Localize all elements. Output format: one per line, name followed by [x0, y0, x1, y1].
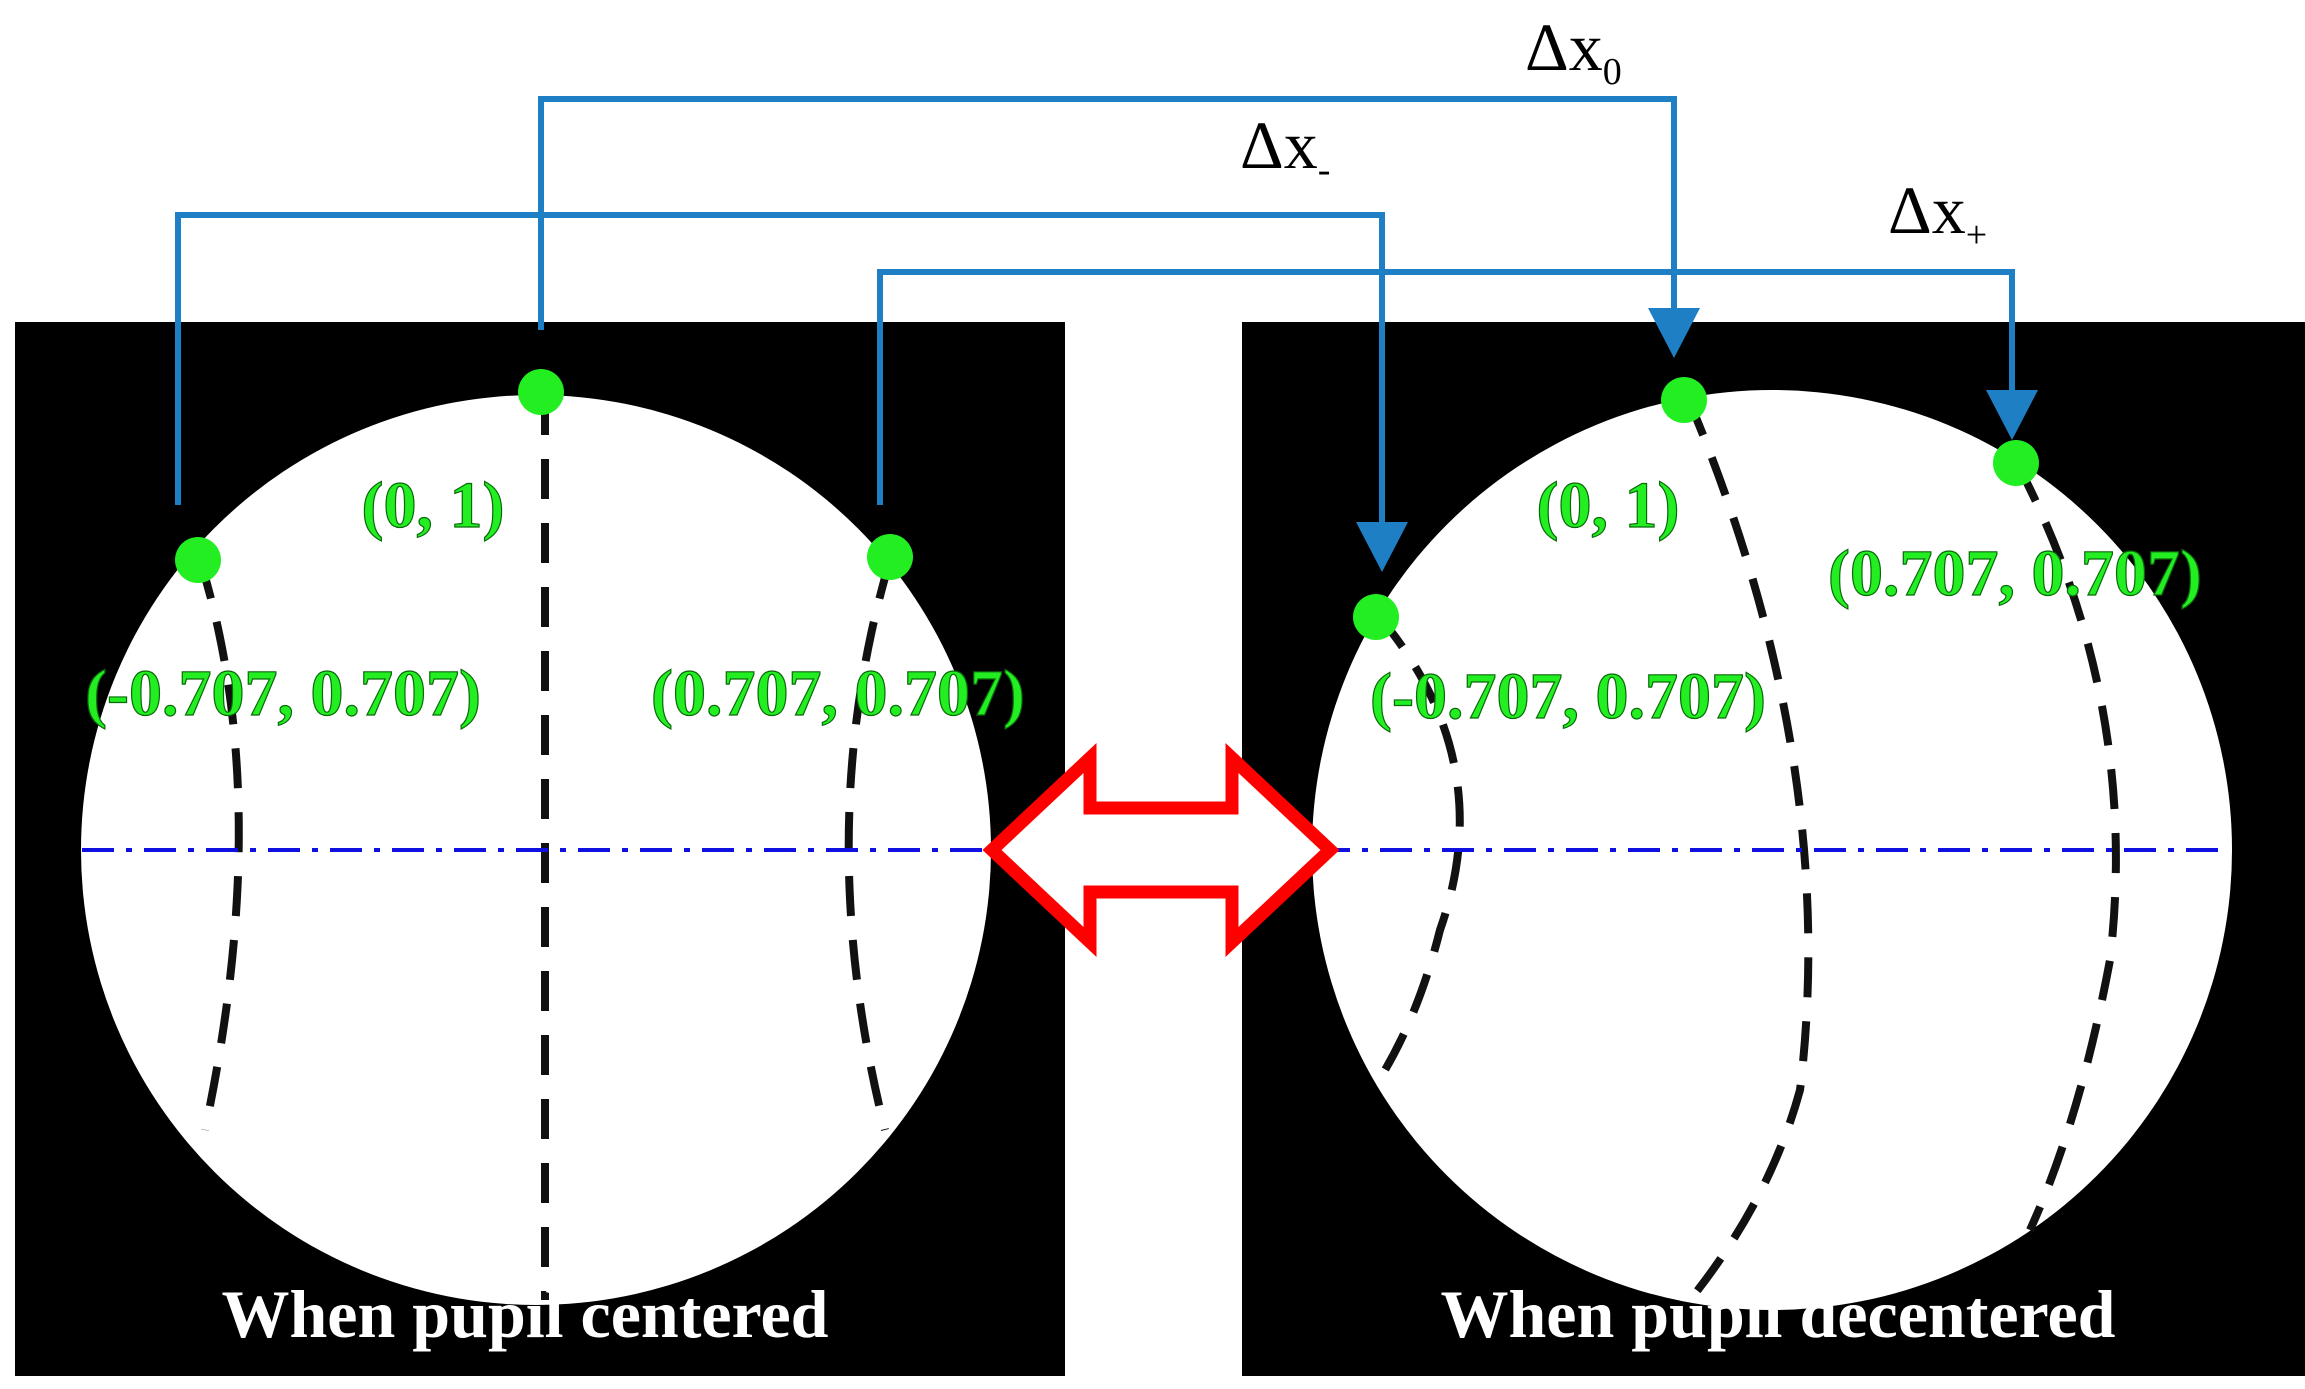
right-point-left [1353, 594, 1399, 640]
right-meridian-center [1684, 396, 1813, 1303]
left-label-left: (-0.707, 0.707) [85, 657, 481, 730]
left-panel-caption: When pupil centered [221, 1276, 828, 1352]
left-meridian-left [196, 558, 243, 1131]
right-panel: (0, 1) (-0.707, 0.707) (0.707, 0.707) Wh… [1242, 322, 2305, 1376]
delta-x-minus-base: Δx [1240, 107, 1318, 183]
delta-x-minus-label: Δx- [1240, 107, 1330, 191]
arrowhead-x-plus [1986, 390, 2038, 440]
right-panel-caption: When pupil decentered [1440, 1276, 2115, 1352]
delta-x0-subscript: 0 [1603, 51, 1622, 93]
delta-x-plus-label: Δx+ [1888, 172, 1987, 256]
right-meridian-right [2014, 463, 2120, 1232]
right-label-left: (-0.707, 0.707) [1370, 660, 1766, 733]
left-point-right [867, 534, 913, 580]
right-label-top: (0, 1) [1537, 469, 1680, 542]
connector-arrowheads [1356, 308, 2038, 572]
delta-x-plus-base: Δx [1888, 172, 1966, 248]
delta-x0-base: Δx [1525, 9, 1603, 85]
right-label-right: (0.707, 0.707) [1828, 537, 2202, 610]
left-label-right: (0.707, 0.707) [651, 657, 1025, 730]
arrowhead-x0 [1648, 308, 1700, 358]
left-label-top: (0, 1) [362, 469, 505, 542]
connectors [175, 96, 2015, 525]
right-meridian-left [1374, 612, 1464, 1073]
left-point-top [518, 369, 564, 415]
right-point-top [1661, 377, 1707, 423]
delta-x0-label: Δx0 [1525, 9, 1622, 93]
connector-x-minus [175, 212, 1385, 525]
arrowhead-x-minus [1356, 522, 1408, 572]
connector-x-plus [877, 269, 2015, 505]
left-panel: (0, 1) (-0.707, 0.707) (0.707, 0.707) Wh… [15, 322, 1065, 1376]
left-meridian-right [844, 558, 894, 1131]
double-arrow [982, 742, 1340, 958]
delta-x-plus-subscript: + [1966, 214, 1987, 256]
left-point-left [175, 537, 221, 583]
right-point-right [1993, 440, 2039, 486]
delta-x-minus-subscript: - [1318, 149, 1331, 191]
